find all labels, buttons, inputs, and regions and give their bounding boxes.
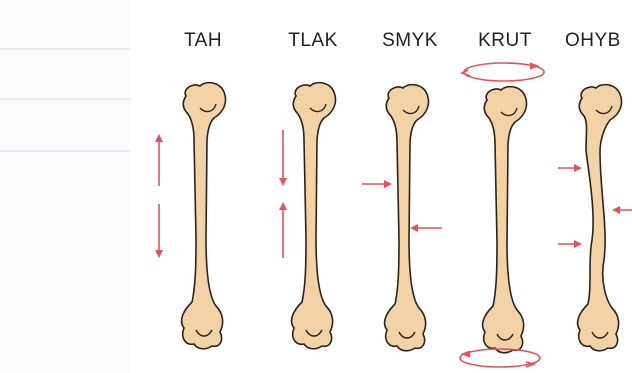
bone-smyk [385,85,429,351]
arrow-krut-top [462,63,544,81]
bone-tah [182,83,226,349]
bone-krut [483,87,527,353]
bone-ohyb [578,85,622,351]
bone-tlak [292,83,336,349]
